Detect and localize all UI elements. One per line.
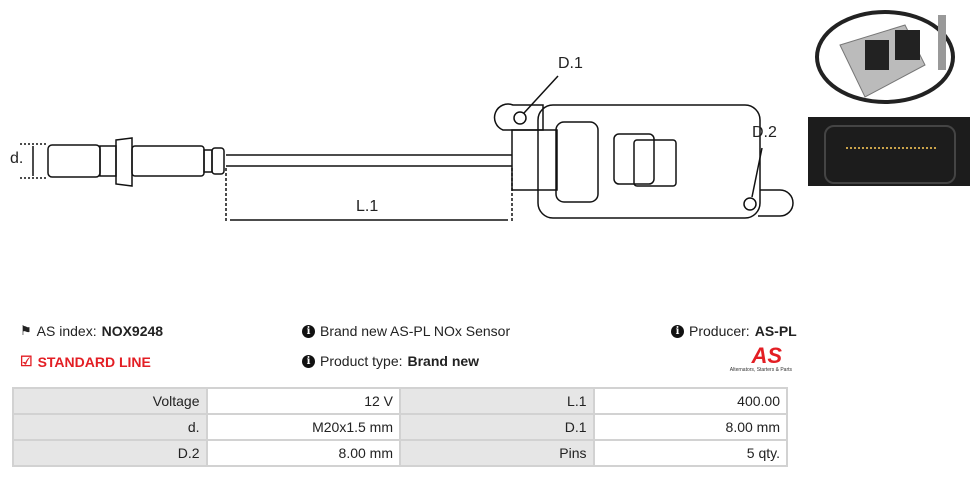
producer: i Producer: AS-PL (671, 323, 797, 339)
spec-label: d. (12, 413, 208, 441)
product-type-value: Brand new (407, 353, 480, 369)
spec-value: M20x1.5 mm (205, 413, 401, 441)
sensor-diagram (20, 75, 794, 222)
spec-value: 12 V (205, 387, 401, 415)
product-type: i Product type: Brand new (302, 353, 479, 369)
spec-value: 8.00 mm (592, 413, 788, 441)
l1-label: L.1 (356, 198, 379, 215)
spec-label: D.2 (12, 439, 208, 467)
spec-label: D.1 (399, 413, 595, 441)
info-icon: i (671, 324, 684, 338)
connector-photo (808, 117, 970, 186)
info-icon: i (302, 324, 315, 338)
spec-value: 8.00 mm (205, 439, 401, 467)
as-index-value: NOX9248 (101, 323, 164, 339)
product-photo (810, 5, 970, 110)
description: i Brand new AS-PL NOx Sensor (302, 323, 510, 339)
spec-value: 400.00 (592, 387, 788, 415)
checkbox-icon: ☑ (20, 353, 33, 369)
d-label: d. (10, 150, 24, 167)
info-icon: i (302, 354, 315, 368)
spec-label: Pins (399, 439, 595, 467)
standard-line-badge: ☑ STANDARD LINE (20, 353, 151, 370)
d2-label: D.2 (752, 124, 777, 141)
as-index: ⚑ AS index: NOX9248 (20, 323, 163, 339)
spec-label: L.1 (399, 387, 595, 415)
spec-label: Voltage (12, 387, 208, 415)
producer-value: AS-PL (754, 323, 797, 339)
spec-value: 5 qty. (592, 439, 788, 467)
as-pl-logo: AS Alternators, Starters & Parts (729, 343, 792, 374)
tags-icon: ⚑ (20, 323, 32, 338)
d1-label: D.1 (558, 55, 583, 72)
description-text: Brand new AS-PL NOx Sensor (320, 323, 511, 339)
as-index-label: AS index: (36, 323, 97, 339)
producer-label: Producer: (689, 323, 750, 339)
product-type-label: Product type: (320, 353, 403, 369)
standard-line-label: STANDARD LINE (37, 353, 151, 370)
